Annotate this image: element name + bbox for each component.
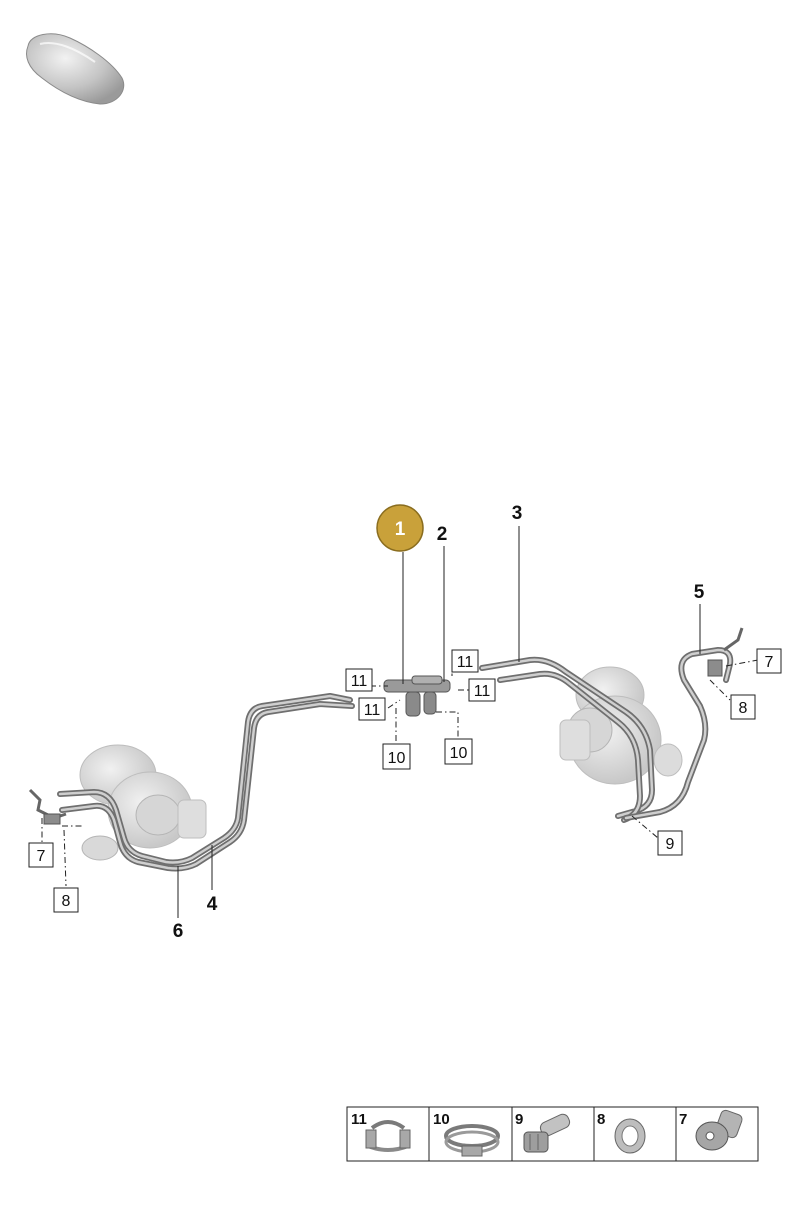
callout-box-11-c[interactable]: 11 bbox=[451, 649, 479, 673]
fitting-right bbox=[707, 627, 744, 677]
svg-text:11: 11 bbox=[474, 683, 491, 700]
legend-item-8[interactable]: 8 bbox=[597, 1111, 646, 1154]
fitting-left bbox=[28, 788, 67, 825]
callout-box-10-a[interactable]: 10 bbox=[382, 743, 411, 770]
parts-legend: 11 10 9 8 bbox=[346, 1106, 759, 1162]
callout-3[interactable]: 3 bbox=[512, 503, 523, 524]
coolant-line-3[interactable] bbox=[479, 656, 655, 819]
callout-2[interactable]: 2 bbox=[437, 524, 448, 545]
leader-lines bbox=[41, 526, 759, 918]
legend-item-10[interactable]: 10 bbox=[433, 1111, 500, 1157]
svg-text:11: 11 bbox=[351, 1111, 367, 1128]
svg-text:11: 11 bbox=[364, 702, 381, 719]
car-silhouette-icon bbox=[26, 33, 125, 105]
left-turbocharger bbox=[79, 744, 207, 861]
callout-1-label: 1 bbox=[395, 519, 406, 540]
callout-box-8-left[interactable]: 8 bbox=[53, 887, 79, 913]
band-clamp-icon bbox=[444, 1124, 500, 1157]
seal-ring-icon bbox=[614, 1118, 646, 1154]
svg-text:10: 10 bbox=[388, 750, 406, 767]
svg-text:11: 11 bbox=[351, 673, 368, 690]
callout-box-9[interactable]: 9 bbox=[657, 830, 683, 856]
svg-text:9: 9 bbox=[666, 836, 675, 853]
svg-text:8: 8 bbox=[739, 700, 748, 717]
coolant-line-4[interactable] bbox=[57, 693, 353, 866]
coolant-line-3b[interactable] bbox=[497, 670, 643, 823]
svg-text:7: 7 bbox=[37, 848, 46, 865]
svg-text:11: 11 bbox=[457, 654, 474, 671]
svg-text:8: 8 bbox=[597, 1111, 605, 1128]
svg-text:7: 7 bbox=[679, 1111, 687, 1128]
hollow-bolt-icon bbox=[523, 1113, 571, 1153]
callout-box-10-b[interactable]: 10 bbox=[444, 738, 473, 765]
callout-5[interactable]: 5 bbox=[694, 582, 705, 603]
svg-text:7: 7 bbox=[765, 654, 774, 671]
coolant-line-5[interactable] bbox=[623, 647, 734, 821]
legend-item-11[interactable]: 11 bbox=[351, 1111, 411, 1152]
callout-box-11-a[interactable]: 11 bbox=[345, 668, 373, 692]
svg-text:10: 10 bbox=[450, 745, 468, 762]
callout-box-8-right[interactable]: 8 bbox=[730, 694, 756, 720]
callout-box-7-right[interactable]: 7 bbox=[756, 648, 782, 674]
callout-1[interactable]: 1 bbox=[376, 504, 424, 552]
screw-icon bbox=[695, 1109, 743, 1151]
coolant-line-6[interactable] bbox=[59, 701, 355, 872]
callout-box-11-b[interactable]: 11 bbox=[358, 697, 386, 721]
svg-text:8: 8 bbox=[62, 893, 71, 910]
legend-item-7[interactable]: 7 bbox=[679, 1109, 743, 1151]
svg-text:9: 9 bbox=[515, 1111, 523, 1128]
right-turbocharger bbox=[559, 666, 683, 785]
callout-box-11-d[interactable]: 11 bbox=[468, 678, 496, 702]
callout-4[interactable]: 4 bbox=[207, 894, 218, 915]
svg-text:10: 10 bbox=[433, 1111, 450, 1128]
callout-box-7-left[interactable]: 7 bbox=[28, 842, 54, 868]
callout-6[interactable]: 6 bbox=[173, 921, 184, 942]
legend-item-9[interactable]: 9 bbox=[515, 1111, 572, 1153]
coolant-connector-1[interactable] bbox=[383, 675, 451, 717]
hose-clamp-icon bbox=[365, 1120, 411, 1152]
